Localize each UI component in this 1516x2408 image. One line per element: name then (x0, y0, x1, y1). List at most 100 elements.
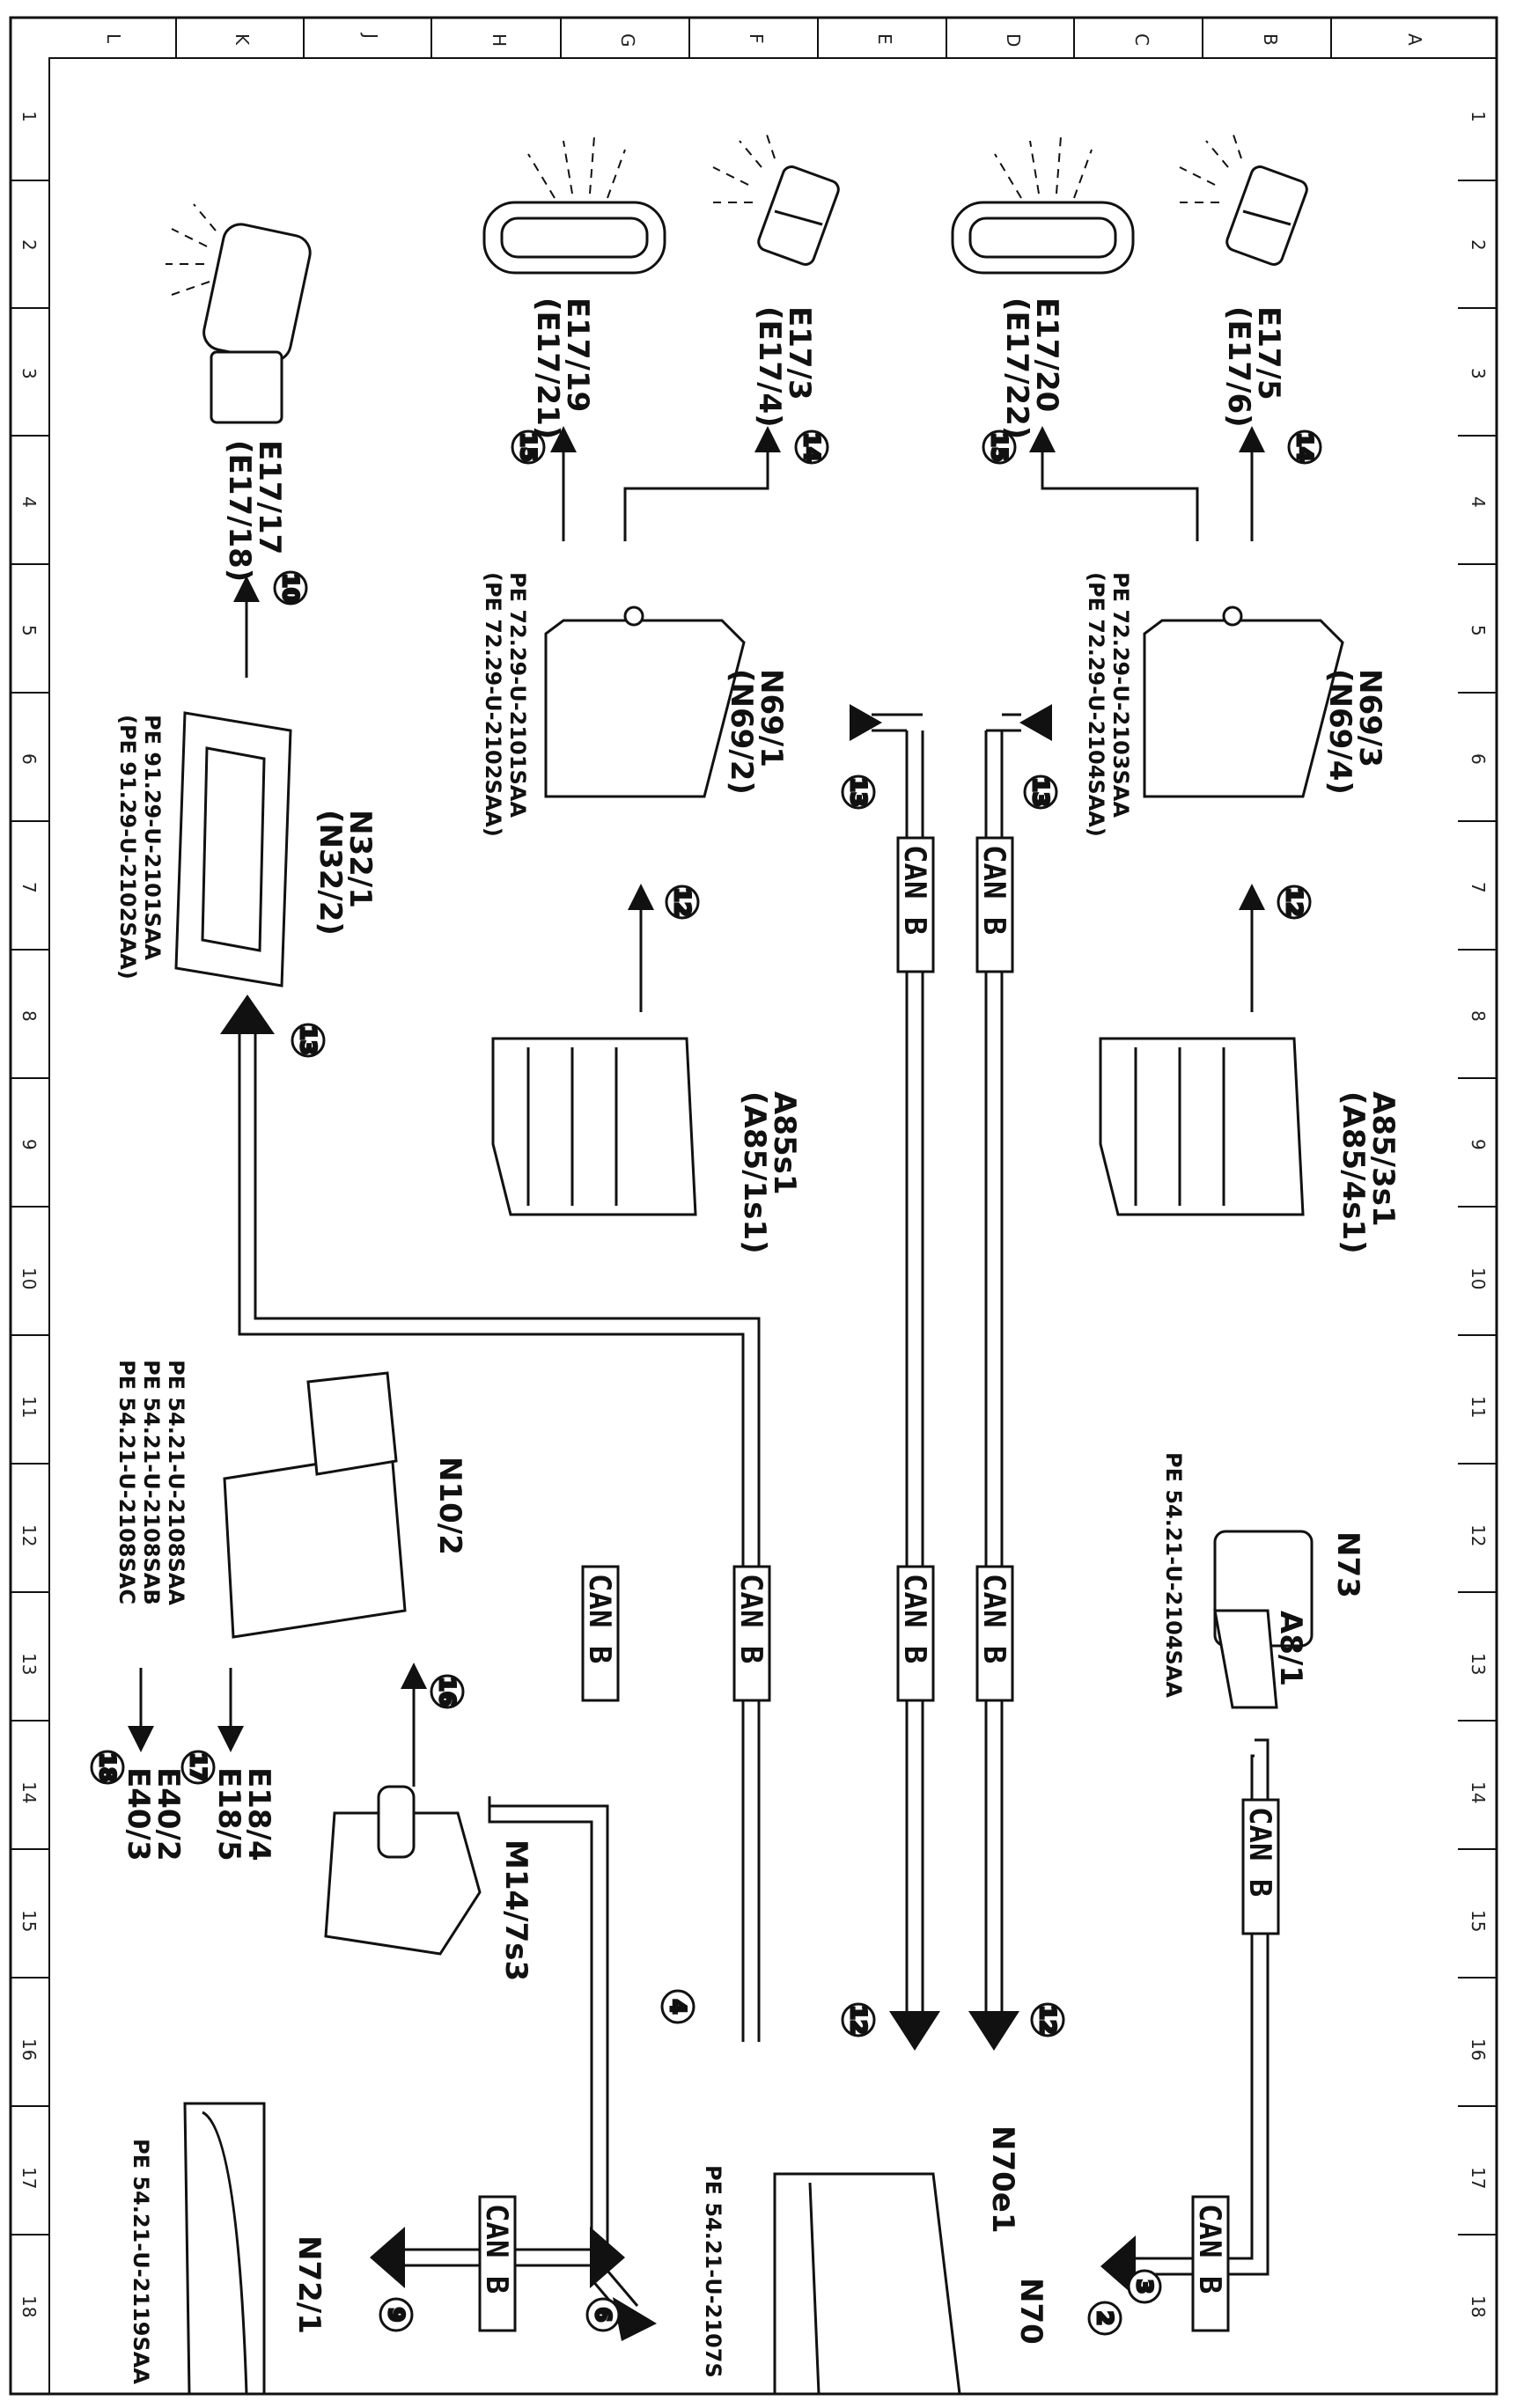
svg-text:PE 91.29-U-2101SAA: PE 91.29-U-2101SAA (140, 715, 165, 960)
circle-14b: 14 (794, 429, 829, 465)
switch-m14-7s3-icon (324, 1785, 482, 1956)
col-label-j: J (360, 32, 381, 39)
label-e17-17: E17/17 (E17/18) (222, 440, 287, 582)
circle-13b: 13 (841, 775, 876, 810)
label-e17-19: E17/19 (E17/21) (530, 297, 595, 439)
svg-text:PE 72.29-U-2101SAA: PE 72.29-U-2101SAA (505, 572, 530, 818)
col-label-a: A (1404, 33, 1425, 46)
arrowhead-icon (850, 704, 882, 741)
frame-grid (9, 16, 1498, 2396)
circle-12b: 12 (665, 885, 700, 920)
label-e17-5: E17/5 (E17/6) (1221, 306, 1286, 428)
row-label-7-right: 7 (1468, 882, 1489, 893)
row-label-1: 1 (18, 111, 40, 122)
circle-2: 2 (1087, 2301, 1122, 2336)
svg-text:(PE 72.29-U-2104SAA): (PE 72.29-U-2104SAA) (1084, 572, 1108, 837)
circle-9: 9 (379, 2297, 414, 2332)
label-n69-3: N69/3 (N69/4) (1322, 669, 1387, 795)
component-labels: E17/5 (E17/6) E17/20 (E17/22) E17/3 (E17… (121, 297, 1401, 2345)
control-unit-n32-1-icon (174, 711, 292, 987)
svg-text:PE 54.21-U-2108SAB: PE 54.21-U-2108SAB (139, 1360, 164, 1605)
row-label-15-right: 15 (1468, 1910, 1489, 1932)
column-labels: L K J H G F E D C B A (103, 32, 1425, 48)
row-label-8: 8 (18, 1010, 40, 1022)
svg-text:E17/5: E17/5 (1251, 306, 1286, 400)
can-label-2: CAN B (975, 836, 1014, 973)
circle-16: 16 (430, 1674, 465, 1709)
row-label-1-right: 1 (1468, 111, 1489, 122)
svg-text:(A85/4s1): (A85/4s1) (1336, 1091, 1371, 1254)
svg-text:A85s1: A85s1 (767, 1091, 802, 1195)
row-label-2-right: 2 (1468, 239, 1489, 251)
arrowhead-icon (968, 2011, 1019, 2051)
control-unit-n69-1-icon (544, 606, 746, 798)
svg-text:(E17/6): (E17/6) (1221, 306, 1256, 428)
ref-n73: PE 54.21-U-2104SAA (1161, 1452, 1186, 1698)
svg-text:10: 10 (278, 573, 303, 602)
row-label-17: 17 (18, 2167, 40, 2189)
row-label-11-right: 11 (1468, 1396, 1489, 1418)
circle-15b: 15 (511, 429, 546, 465)
label-n32-1: N32/1 (N32/2) (313, 810, 378, 936)
svg-text:PE 54.21-U-2108SAC: PE 54.21-U-2108SAC (114, 1360, 139, 1604)
ref-n32-1: PE 91.29-U-2101SAA (PE 91.29-U-2102SAA) (115, 715, 165, 980)
svg-text:4: 4 (666, 2000, 690, 2015)
circle-12d: 12 (1030, 2002, 1065, 2037)
label-e17-3: E17/3 (E17/4) (752, 306, 817, 428)
arrowhead-icon (220, 995, 275, 1034)
row-label-10-right: 10 (1468, 1267, 1489, 1289)
light-rays (166, 131, 1242, 296)
lamp-e17-17-icon (202, 223, 312, 424)
switch-a85-3s1-icon (1099, 1037, 1305, 1216)
svg-text:E17/17: E17/17 (252, 440, 287, 554)
ignition-switch-n73-icon (1213, 1530, 1314, 1709)
svg-text:N69/3: N69/3 (1352, 669, 1387, 767)
ref-n10-2: PE 54.21-U-2108SAA PE 54.21-U-2108SAB PE… (114, 1360, 188, 1605)
circle-6: 6 (585, 2297, 621, 2332)
svg-text:18: 18 (95, 1752, 120, 1781)
lamp-e17-19-icon (482, 201, 666, 275)
ref-n69-1: PE 72.29-U-2101SAA (PE 72.29-U-2102SAA) (481, 572, 530, 837)
label-e17-20: E17/20 (E17/22) (999, 297, 1064, 439)
svg-text:E17/20: E17/20 (1029, 297, 1064, 412)
label-n70: N70 (1013, 2278, 1049, 2345)
circle-10: 10 (273, 570, 308, 606)
col-label-l: L (103, 33, 124, 44)
row-label-8-right: 8 (1468, 1010, 1489, 1022)
control-unit-n69-3-icon (1143, 606, 1344, 798)
circle-13a: 13 (1023, 775, 1058, 810)
circle-14a: 14 (1287, 429, 1322, 465)
svg-text:PE 72.29-U-2103SAA: PE 72.29-U-2103SAA (1108, 572, 1133, 818)
svg-text:13: 13 (846, 777, 871, 806)
svg-text:E40/2: E40/2 (151, 1767, 186, 1861)
svg-text:E17/3: E17/3 (782, 306, 817, 400)
svg-text:12: 12 (846, 2005, 871, 2034)
label-a85-3s1: A85/3s1 (A85/4s1) (1336, 1091, 1401, 1254)
svg-text:3: 3 (1132, 2280, 1157, 2294)
row-label-13: 13 (18, 1653, 40, 1675)
row-label-6-right: 6 (1468, 753, 1489, 765)
label-e18: E18/4 E18/5 (211, 1767, 276, 1861)
circle-17: 17 (180, 1750, 216, 1785)
svg-text:9: 9 (384, 2308, 408, 2323)
circle-12a: 12 (1277, 885, 1312, 920)
pe-references: PE 72.29-U-2103SAA (PE 72.29-U-2104SAA) … (114, 572, 1186, 2384)
arrowhead-icon (1100, 2235, 1136, 2297)
arrowhead-icon (370, 2227, 405, 2288)
label-n72-1: N72/1 (291, 2235, 327, 2334)
svg-text:12: 12 (1282, 887, 1306, 916)
row-label-16: 16 (18, 2038, 40, 2060)
svg-text:14: 14 (799, 432, 824, 461)
circle-3: 3 (1127, 2269, 1162, 2304)
row-label-4: 4 (18, 496, 40, 508)
lamp-e17-20-icon (951, 201, 1135, 275)
row-label-6: 6 (18, 753, 40, 765)
row-label-9: 9 (18, 1139, 40, 1150)
overhead-control-n70-icon (773, 2172, 961, 2396)
svg-text:N69/1: N69/1 (754, 669, 789, 767)
label-m14-7s3: M14/7s3 (498, 1839, 534, 1981)
ref-n69-3: PE 72.29-U-2103SAA (PE 72.29-U-2104SAA) (1084, 572, 1133, 837)
row-label-5-right: 5 (1468, 625, 1489, 636)
can-label-text: CAN B (733, 1574, 769, 1663)
